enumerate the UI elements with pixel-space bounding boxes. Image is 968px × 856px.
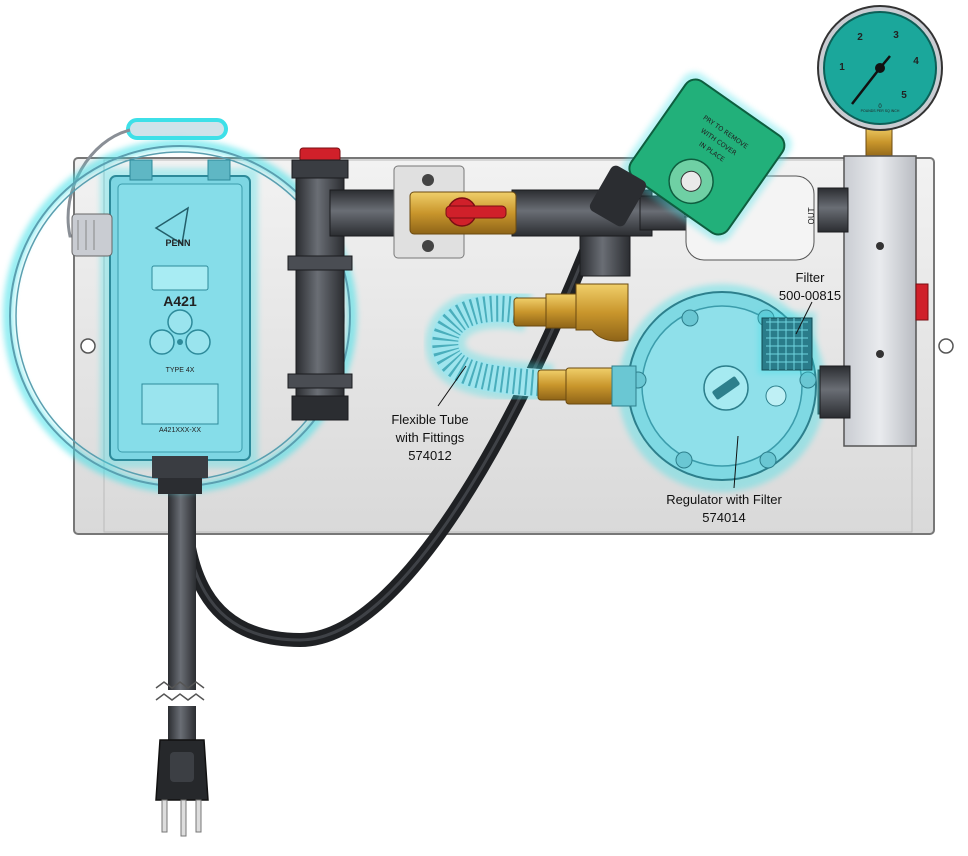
solenoid-out-label: OUT <box>807 207 816 224</box>
vertical-pipe <box>287 147 353 421</box>
regulator-callout-part: 574014 <box>702 510 745 525</box>
plug-icon <box>155 739 209 837</box>
gauge-num-5: 5 <box>901 90 907 101</box>
gauge-caption: POUNDS PER SQ INCH <box>861 109 900 113</box>
gauge-num-2: 2 <box>857 32 863 43</box>
controller-display <box>151 265 209 291</box>
flex-tube-callout-line1: Flexible Tube <box>391 412 468 427</box>
regulator-callout-name: Regulator with Filter <box>666 492 782 507</box>
controller-part-no: A421XXX-XX <box>159 427 201 434</box>
mount-hole-left <box>80 338 96 354</box>
cord-break-symbol <box>155 681 205 701</box>
manifold-block <box>817 155 929 447</box>
controller-model: A421 <box>163 293 197 309</box>
ball-valve <box>393 165 517 259</box>
gauge-num-1: 1 <box>839 62 845 73</box>
sensor-bulb <box>66 118 228 238</box>
gauge-needle <box>851 67 881 105</box>
callout-leaders <box>437 301 813 489</box>
controller-brand: PENN <box>165 238 190 248</box>
controller-button-right <box>185 329 211 355</box>
flex-tube-callout-part: 574012 <box>408 448 451 463</box>
filter-callout-part: 500-00815 <box>779 288 841 303</box>
flexible-tube <box>425 288 637 407</box>
controller-a421: PENN A421 TYPE 4X A421XXX-XX <box>100 159 258 494</box>
brass-elbow <box>545 283 629 342</box>
controller-led <box>177 339 183 345</box>
gauge-num-0: 0 <box>878 104 882 110</box>
solenoid-valve: OUT IN PRY TO REMOVE WITH COVER IN PLACE <box>589 71 816 261</box>
pressure-gauge: 0 1 2 3 4 5 POUNDS PER SQ INCH <box>817 5 943 159</box>
gauge-num-3: 3 <box>893 30 899 41</box>
controller-label-plate <box>141 383 219 425</box>
mount-hole-right <box>938 338 954 354</box>
controller-type: TYPE 4X <box>166 367 195 374</box>
flex-tube-callout-line2: with Fittings <box>395 430 465 445</box>
controller-button-up <box>167 309 193 335</box>
gauge-num-4: 4 <box>913 56 919 67</box>
filter-screen <box>758 312 816 374</box>
filter-callout-name: Filter <box>796 270 826 285</box>
cable-gland <box>71 213 113 257</box>
controller-button-left <box>149 329 175 355</box>
